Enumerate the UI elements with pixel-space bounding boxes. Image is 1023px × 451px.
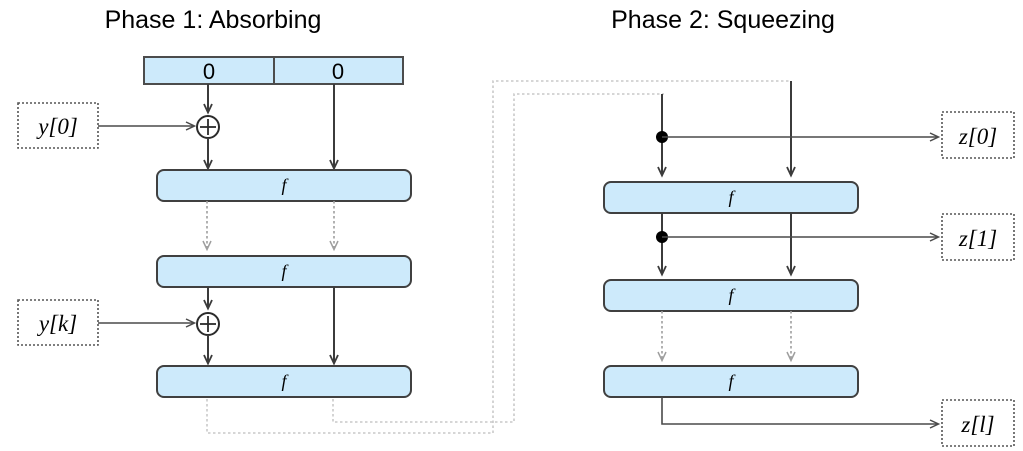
output-z0-box <box>941 111 1015 159</box>
absorbing-f-block-3-box <box>156 365 412 398</box>
output-zl-box <box>941 399 1015 447</box>
absorbing-f-block-1: f <box>156 169 412 202</box>
squeezing-f-block-2: f <box>603 279 859 312</box>
feedback-path-outer <box>206 80 791 434</box>
xor-gate-1 <box>196 115 220 139</box>
absorbing-f-block-1-box <box>156 169 412 202</box>
phase2-title: Phase 2: Squeezing <box>611 6 835 34</box>
squeezing-f-block-2-box <box>603 279 859 312</box>
absorbing-f-block-3-label: f <box>281 371 289 391</box>
input-y0-label: y[0] <box>36 114 78 139</box>
initial-state-bar: 0 0 <box>143 56 404 85</box>
arrow-f3-to-zl <box>661 397 941 429</box>
squeezing-f-block-3-label: f <box>728 371 736 391</box>
feedback-path-inner <box>332 93 664 423</box>
absorbing-f-block-1-label: f <box>281 175 289 195</box>
input-y0: y[0] <box>17 102 99 149</box>
squeezing-f-block-3-box <box>603 365 859 398</box>
squeezing-f-block-1: f <box>603 181 859 214</box>
initial-state-capacity-cell <box>273 56 404 85</box>
output-zl: z[l] <box>941 399 1015 447</box>
input-yk-label: y[k] <box>37 311 77 336</box>
squeezing-f-block-1-label: f <box>728 187 736 207</box>
input-yk-box <box>17 299 99 346</box>
initial-state-capacity-value: 0 <box>332 59 344 84</box>
xor-gate-2 <box>196 312 220 336</box>
input-yk: y[k] <box>17 299 99 346</box>
output-z0: z[0] <box>941 111 1015 159</box>
absorbing-f-block-2: f <box>156 255 412 288</box>
absorbing-f-block-2-label: f <box>281 261 289 281</box>
squeezing-f-block-1-box <box>603 181 859 214</box>
output-z1-label: z[1] <box>958 226 997 251</box>
squeezing-f-block-2-label: f <box>728 285 736 305</box>
output-zl-label: z[l] <box>960 412 994 437</box>
output-z0-label: z[0] <box>958 124 997 149</box>
absorbing-f-block-3: f <box>156 365 412 398</box>
absorbing-f-block-2-box <box>156 255 412 288</box>
phase1-title: Phase 1: Absorbing <box>105 6 322 34</box>
initial-state-rate-value: 0 <box>203 59 215 84</box>
output-z1-box <box>941 213 1015 261</box>
output-z1: z[1] <box>941 213 1015 261</box>
input-y0-box <box>17 102 99 149</box>
squeezing-f-block-3: f <box>603 365 859 398</box>
